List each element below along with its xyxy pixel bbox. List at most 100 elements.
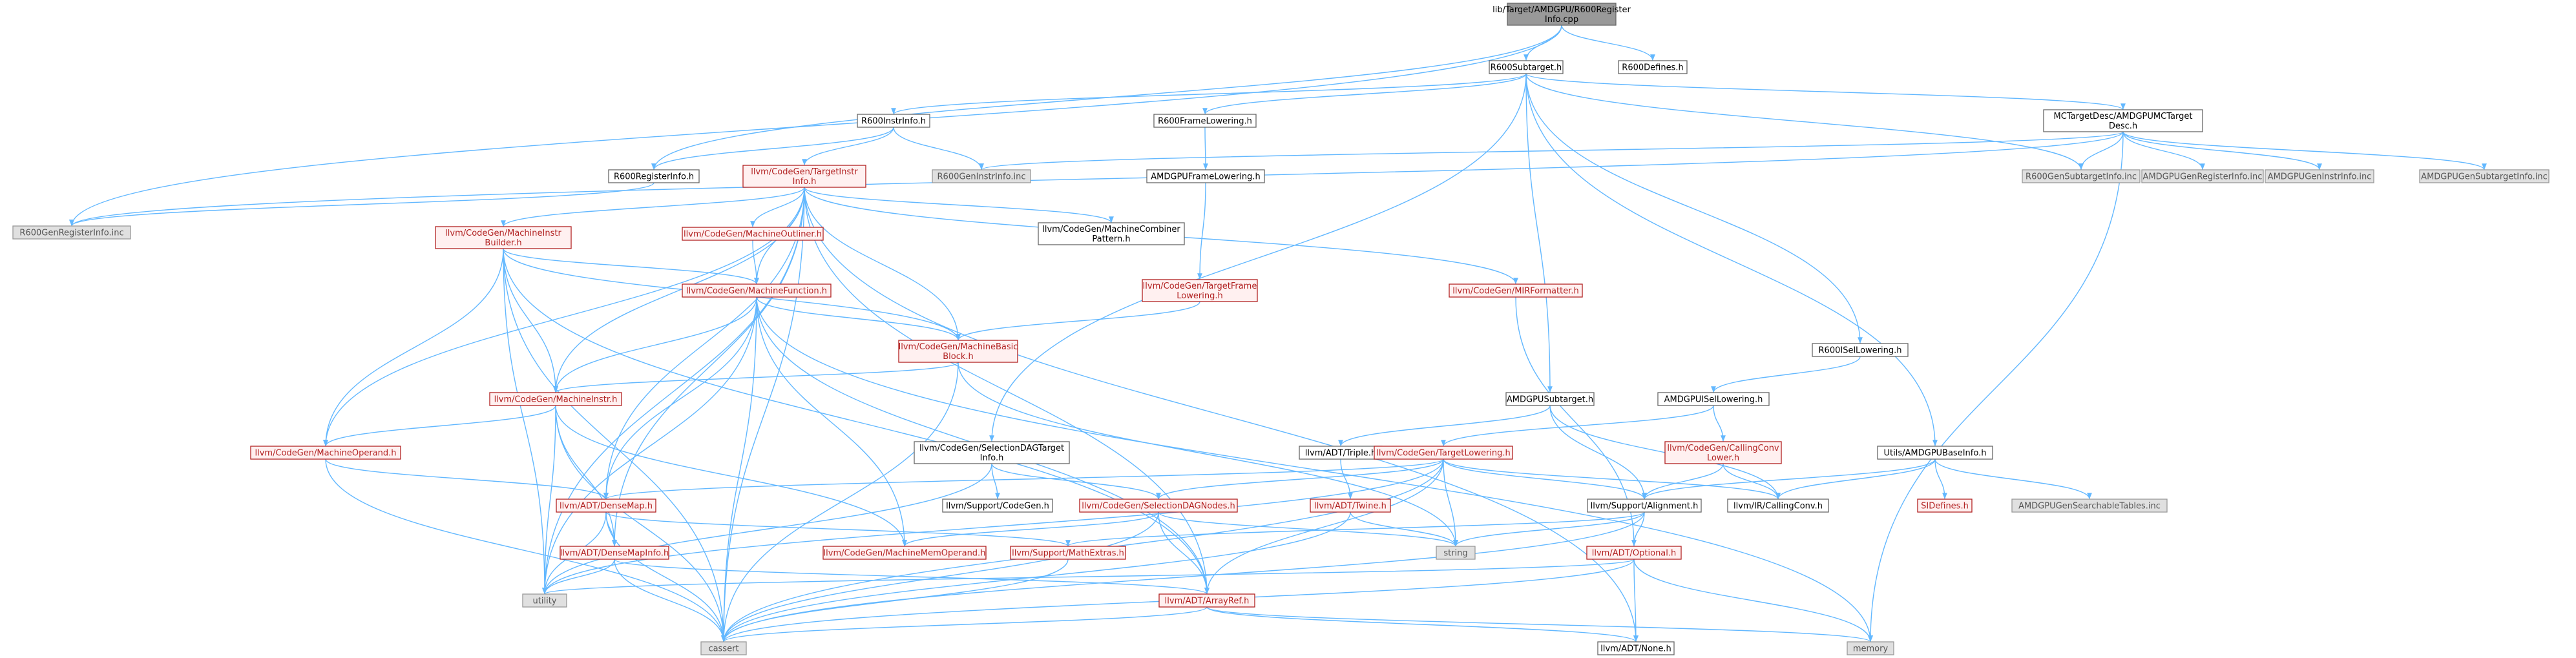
edge-r600instrinfo-to-targetinstrinfo <box>802 127 894 166</box>
node-box <box>942 499 1053 513</box>
node-box <box>2022 169 2141 183</box>
node-amdgpuframelowering[interactable]: AMDGPUFrameLowering.h <box>1146 169 1265 183</box>
node-label: R600Subtarget.h <box>1491 63 1562 73</box>
edge-mctargetdesc-to-amdgpugeninstrinfo <box>2122 131 2322 170</box>
edge-r600framelowering-to-amdgpuframelowering <box>1203 127 1208 170</box>
node-box <box>2043 109 2203 132</box>
edge-machinefunction-to-machinebasicblock <box>756 296 961 341</box>
node-box <box>2419 169 2550 183</box>
node-mathextras[interactable]: llvm/Support/MathExtras.h <box>1010 546 1126 560</box>
edge-arrayref-to-none <box>1206 606 1639 643</box>
node-box <box>522 593 567 608</box>
node-r600gensubtargetinfo: R600GenSubtargetInfo.inc <box>2022 169 2141 183</box>
edge-machineoperand-to-cassert <box>325 458 726 643</box>
node-utility: utility <box>522 593 567 608</box>
node-label: llvm/CodeGen/MachineOperand.h <box>255 449 396 458</box>
edge-densemap-to-mathextras <box>605 511 1071 547</box>
edge-r600subtarget-to-r600framelowering <box>1202 73 1527 115</box>
edge-targetinstrinfo-to-machineoutliner <box>750 187 805 228</box>
edge-machineinstrbuilder-to-machineoperand <box>323 248 504 447</box>
node-amdgpuisellowering[interactable]: AMDGPUISelLowering.h <box>1657 392 1770 406</box>
node-selectiondagnodes[interactable]: llvm/CodeGen/SelectionDAGNodes.h <box>1079 499 1238 513</box>
node-r600isellowering[interactable]: R600ISelLowering.h <box>1812 343 1909 357</box>
node-alignment[interactable]: llvm/Support/Alignment.h <box>1587 499 1702 513</box>
node-mirformatter[interactable]: llvm/CodeGen/MIRFormatter.h <box>1449 283 1583 298</box>
node-box <box>12 225 131 240</box>
node-machineinstr[interactable]: llvm/CodeGen/MachineInstr.h <box>489 392 622 406</box>
node-r600registerinfo[interactable]: R600RegisterInfo.h <box>608 169 700 183</box>
edge-targetinstrinfo-to-cassert <box>721 187 805 643</box>
edge-optional-to-none <box>1633 559 1639 643</box>
node-callingconv[interactable]: llvm/IR/CallingConv.h <box>1727 499 1829 513</box>
node-amdgpusubtarget[interactable]: AMDGPUSubtarget.h <box>1505 392 1595 406</box>
node-machinememoperand[interactable]: llvm/CodeGen/MachineMemOperand.h <box>822 546 987 560</box>
edge-targetinstrinfo-to-densemap <box>603 187 805 500</box>
node-densemapinfo[interactable]: llvm/ADT/DenseMapInfo.h <box>560 546 669 560</box>
edge-machineoutliner-to-machinefunction <box>752 240 759 285</box>
node-supportcodegen[interactable]: llvm/Support/CodeGen.h <box>942 499 1053 513</box>
node-box <box>2265 169 2374 183</box>
node-label: Info.h <box>793 177 817 187</box>
node-densemap[interactable]: llvm/ADT/DenseMap.h <box>556 499 656 513</box>
edge-selectiondagnodes-to-cassert <box>721 511 1159 643</box>
node-label: llvm/ADT/None.h <box>1600 644 1671 654</box>
edge-densemapinfo-to-cassert <box>614 559 726 643</box>
edge-targetinstrinfo-to-machineinstrbuilder <box>501 187 805 227</box>
node-r600framelowering[interactable]: R600FrameLowering.h <box>1153 114 1257 128</box>
node-machinefunction[interactable]: llvm/CodeGen/MachineFunction.h <box>682 283 832 298</box>
node-box <box>608 169 700 183</box>
edge-selectiondagtargetinfo-to-selectiondagnodes <box>991 463 1161 500</box>
edge-targetinstrinfo-to-machinecombiner <box>804 187 1114 223</box>
node-machineoutliner[interactable]: llvm/CodeGen/MachineOutliner.h <box>682 227 824 241</box>
node-label: Builder.h <box>485 238 521 248</box>
edge-targetlowering-to-callingconv <box>1443 458 1781 500</box>
node-label: MCTargetDesc/AMDGPUMCTarget <box>2054 112 2193 121</box>
node-memory: memory <box>1847 641 1894 655</box>
node-label: llvm/CodeGen/MachineInstr.h <box>494 395 618 405</box>
node-cassert: cassert <box>700 641 747 655</box>
edge-amdgpuisellowering-to-targetlowering <box>1441 405 1714 447</box>
node-optional[interactable]: llvm/ADT/Optional.h <box>1586 546 1682 560</box>
node-label: llvm/CodeGen/SelectionDAGNodes.h <box>1082 502 1235 511</box>
node-twine[interactable]: llvm/ADT/Twine.h <box>1310 499 1391 513</box>
node-arrayref[interactable]: llvm/ADT/ArrayRef.h <box>1158 593 1255 608</box>
node-r600subtarget[interactable]: R600Subtarget.h <box>1489 60 1564 74</box>
node-box <box>435 226 572 249</box>
edge-machinebasicblock-to-cassert <box>721 362 959 643</box>
node-amdgpubaseinfo[interactable]: Utils/AMDGPUBaseInfo.h <box>1877 446 1993 460</box>
node-label: AMDGPUFrameLowering.h <box>1151 172 1260 182</box>
node-label: R600FrameLowering.h <box>1158 117 1252 127</box>
node-label: memory <box>1853 644 1889 654</box>
node-targetlowering[interactable]: llvm/CodeGen/TargetLowering.h <box>1374 446 1513 460</box>
node-none[interactable]: llvm/ADT/None.h <box>1597 641 1675 655</box>
node-label: AMDGPUISelLowering.h <box>1664 395 1763 405</box>
edge-mctargetdesc-to-r600geninstrinfo <box>979 131 2124 170</box>
node-label: Info.h <box>980 453 1004 463</box>
node-label: llvm/ADT/ArrayRef.h <box>1165 597 1250 606</box>
node-triple[interactable]: llvm/ADT/Triple.h <box>1299 446 1383 460</box>
edge-mctargetdesc-to-r600gensubtargetinfo <box>2079 131 2124 170</box>
edge-r600subtarget-to-mctargetdesc <box>1525 73 2126 110</box>
node-box <box>1436 546 1476 560</box>
node-box <box>1587 499 1702 513</box>
node-sidefines[interactable]: SIDefines.h <box>1917 499 1973 513</box>
node-r600instrinfo[interactable]: R600InstrInfo.h <box>857 114 930 128</box>
node-label: llvm/CodeGen/MachineCombiner <box>1042 225 1180 234</box>
edge-targetlowering-to-selectiondagnodes <box>1156 458 1444 500</box>
node-machineoperand[interactable]: llvm/CodeGen/MachineOperand.h <box>250 446 401 460</box>
node-box <box>1507 3 1617 26</box>
node-amdgpugensearchable: AMDGPUGenSearchableTables.inc <box>2011 499 2168 513</box>
node-label: R600RegisterInfo.h <box>614 172 694 182</box>
node-box <box>1877 446 1993 460</box>
node-label: Pattern.h <box>1092 234 1130 244</box>
node-r600defines[interactable]: R600Defines.h <box>1618 60 1688 74</box>
